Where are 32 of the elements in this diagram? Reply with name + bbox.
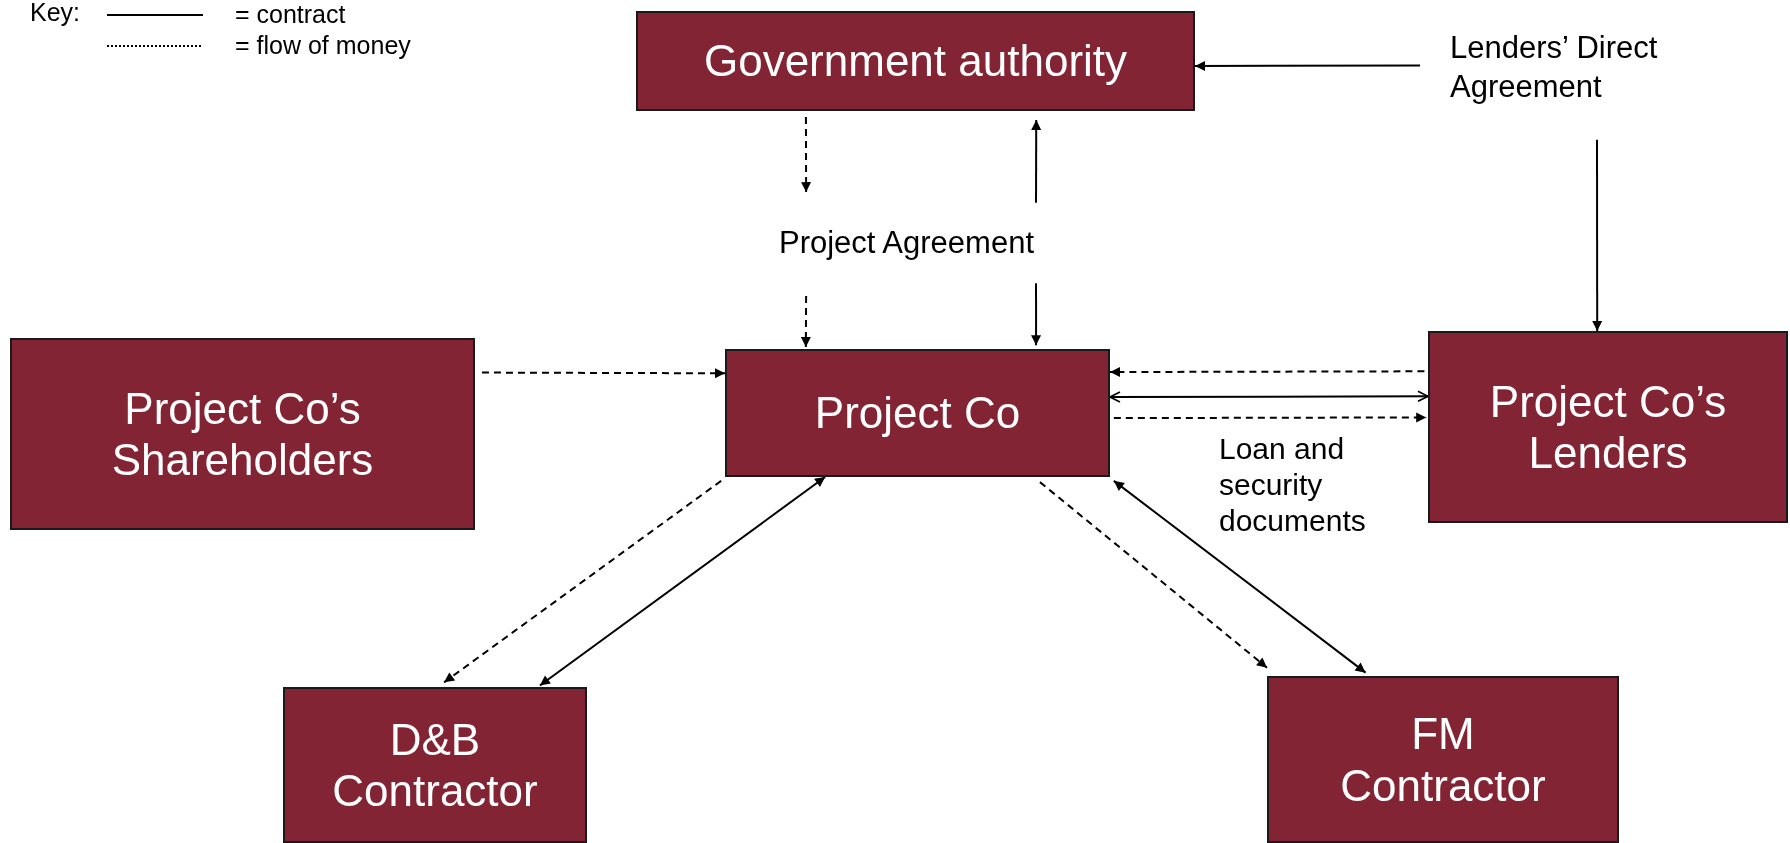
agreement-label: Project Agreement xyxy=(731,190,1082,296)
party-box xyxy=(1428,331,1788,523)
box-label: Government authority xyxy=(702,35,1129,87)
box-label: Project Co xyxy=(813,387,1022,439)
arrow xyxy=(801,116,812,194)
arrow xyxy=(1194,61,1421,71)
arrow xyxy=(481,368,726,379)
key-heading: Key: xyxy=(30,0,81,27)
party-box xyxy=(1267,676,1619,843)
arrow xyxy=(1109,367,1426,377)
arrow xyxy=(1031,119,1042,204)
arrow xyxy=(1592,138,1603,332)
party-box xyxy=(725,349,1110,477)
box-label: Project Co’s Lenders xyxy=(1488,375,1728,479)
box-label: Project Co’s Shareholders xyxy=(110,382,375,486)
party-box xyxy=(636,11,1195,111)
agreement-label: Loan and security documents xyxy=(1219,431,1367,539)
party-box xyxy=(10,338,475,530)
arrow xyxy=(443,479,723,684)
arrow xyxy=(800,295,811,349)
legend-text: = flow of money xyxy=(235,30,411,60)
double-arrow xyxy=(538,476,827,687)
arrow xyxy=(1038,481,1268,669)
arrow xyxy=(1112,412,1428,423)
box-label: FM Contractor xyxy=(1339,708,1547,811)
agreement-label: Lenders’ Direct Agreement xyxy=(1450,20,1750,115)
box-label: D&B Contractor xyxy=(331,713,539,817)
legend-text: = contract xyxy=(235,0,346,29)
party-box xyxy=(283,687,587,843)
double-arrow xyxy=(1112,479,1367,674)
double-arrow xyxy=(1109,390,1429,403)
arrow xyxy=(1031,282,1042,347)
